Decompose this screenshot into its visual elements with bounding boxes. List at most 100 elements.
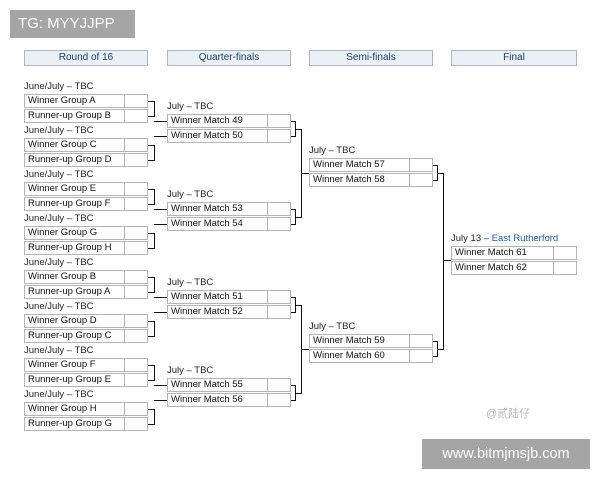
score-cell: [125, 154, 147, 166]
team-name: Runner-up Group B: [25, 110, 125, 122]
match-date: June/July – TBC: [24, 125, 94, 136]
team-slot: Winner Match 60: [309, 349, 433, 363]
team-slot: Winner Match 62: [451, 261, 577, 275]
score-cell: [125, 242, 147, 254]
team-name: Winner Match 58: [310, 174, 410, 186]
bracket-connector-line: [148, 160, 154, 161]
score-cell: [125, 359, 147, 371]
bracket-connector-line: [154, 385, 167, 386]
team-slot: Winner Match 54: [167, 217, 291, 231]
team-slot: Winner Match 51: [167, 290, 291, 304]
bottom-right-url-tag: www.bitmjmsjb.com: [422, 439, 590, 469]
team-name: Winner Match 54: [168, 218, 268, 230]
team-slot: Winner Match 53: [167, 202, 291, 216]
bracket-connector-line: [148, 116, 154, 117]
score-cell: [268, 291, 290, 303]
team-name: Runner-up Group A: [25, 286, 125, 298]
bracket-connector-line: [154, 409, 155, 425]
match-date: June/July – TBC: [24, 169, 94, 180]
bracket-connector-line: [154, 209, 167, 210]
score-cell: [268, 379, 290, 391]
bracket-connector-line: [148, 204, 154, 205]
team-name: Winner Group A: [25, 95, 125, 107]
bracket-connector-line: [148, 424, 154, 425]
round-header-quarter-finals: Quarter-finals: [167, 50, 291, 66]
bracket-connector-line: [148, 321, 154, 322]
score-cell: [125, 330, 147, 342]
team-slot: Winner Group G: [24, 226, 148, 240]
team-name: Winner Match 55: [168, 379, 268, 391]
top-left-watermark-tag: TG: MYYJJPP: [10, 10, 135, 38]
round-header-semi-finals: Semi-finals: [309, 50, 433, 66]
bracket-connector-line: [295, 304, 301, 306]
team-name: Winner Match 51: [168, 291, 268, 303]
bracket-connector-line: [154, 189, 155, 205]
bracket-connector-line: [154, 321, 155, 337]
team-name: Winner Group D: [25, 315, 125, 327]
team-name: Winner Group B: [25, 271, 125, 283]
bracket-connector-line: [437, 172, 443, 174]
bracket-connector-line: [154, 145, 155, 161]
final-date: July 13 –: [451, 233, 492, 244]
bracket-connector-line: [291, 121, 295, 122]
bracket-connector-line: [148, 145, 154, 146]
team-name: Winner Match 62: [452, 262, 554, 274]
score-cell: [410, 159, 432, 171]
bracket-connector-line: [148, 380, 154, 381]
match-date: June/July – TBC: [24, 301, 94, 312]
final-date-row: July 13 – East Rutherford: [451, 233, 558, 245]
match-date: July – TBC: [309, 145, 356, 156]
team-name: Winner Match 50: [168, 130, 268, 142]
match-date: June/July – TBC: [24, 257, 94, 268]
bracket-connector-line: [437, 348, 443, 350]
match-date: July – TBC: [309, 321, 356, 332]
bracket-connector-line: [291, 312, 295, 313]
bracket-connector-line: [148, 409, 154, 410]
team-name: Runner-up Group F: [25, 198, 125, 210]
bracket-connector-line: [154, 136, 167, 137]
bracket-connector-line: [154, 312, 167, 313]
team-slot: Winner Group H: [24, 402, 148, 416]
final-venue-link[interactable]: East Rutherford: [491, 233, 559, 244]
team-slot: Winner Match 57: [309, 158, 433, 172]
bracket-connector-line: [301, 172, 309, 174]
team-slot: Winner Match 55: [167, 378, 291, 392]
team-slot: Runner-up Group A: [24, 285, 148, 299]
round-header-final: Final: [451, 50, 577, 66]
score-cell: [554, 247, 576, 259]
team-slot: Winner Match 50: [167, 129, 291, 143]
team-slot: Winner Match 49: [167, 114, 291, 128]
score-cell: [410, 350, 432, 362]
bracket-connector-line: [433, 356, 437, 357]
score-cell: [125, 271, 147, 283]
bracket-connector-line: [154, 400, 167, 401]
score-cell: [125, 315, 147, 327]
team-name: Winner Match 52: [168, 306, 268, 318]
bracket-connector-line: [291, 209, 295, 210]
score-cell: [125, 110, 147, 122]
match-date: June/July – TBC: [24, 389, 94, 400]
bracket-connector-line: [148, 336, 154, 337]
bracket-connector-line: [291, 224, 295, 225]
team-slot: Winner Match 52: [167, 305, 291, 319]
bracket-connector-line: [148, 292, 154, 293]
bracket-connector-line: [295, 392, 301, 394]
match-date: June/July – TBC: [24, 81, 94, 92]
score-cell: [125, 227, 147, 239]
score-cell: [268, 306, 290, 318]
team-name: Winner Match 61: [452, 247, 554, 259]
team-name: Winner Match 57: [310, 159, 410, 171]
team-name: Winner Match 49: [168, 115, 268, 127]
team-name: Runner-up Group D: [25, 154, 125, 166]
match-date: July – TBC: [167, 365, 214, 376]
team-slot: Runner-up Group B: [24, 109, 148, 123]
bracket-connector-line: [148, 365, 154, 366]
bracket-connector-line: [148, 101, 154, 102]
bracket-connector-line: [154, 233, 155, 249]
bracket-connector-line: [154, 365, 155, 381]
team-slot: Winner Group B: [24, 270, 148, 284]
match-date: July – TBC: [167, 101, 214, 112]
team-slot: Runner-up Group F: [24, 197, 148, 211]
bracket-connector-line: [295, 128, 301, 130]
team-slot: Winner Group A: [24, 94, 148, 108]
